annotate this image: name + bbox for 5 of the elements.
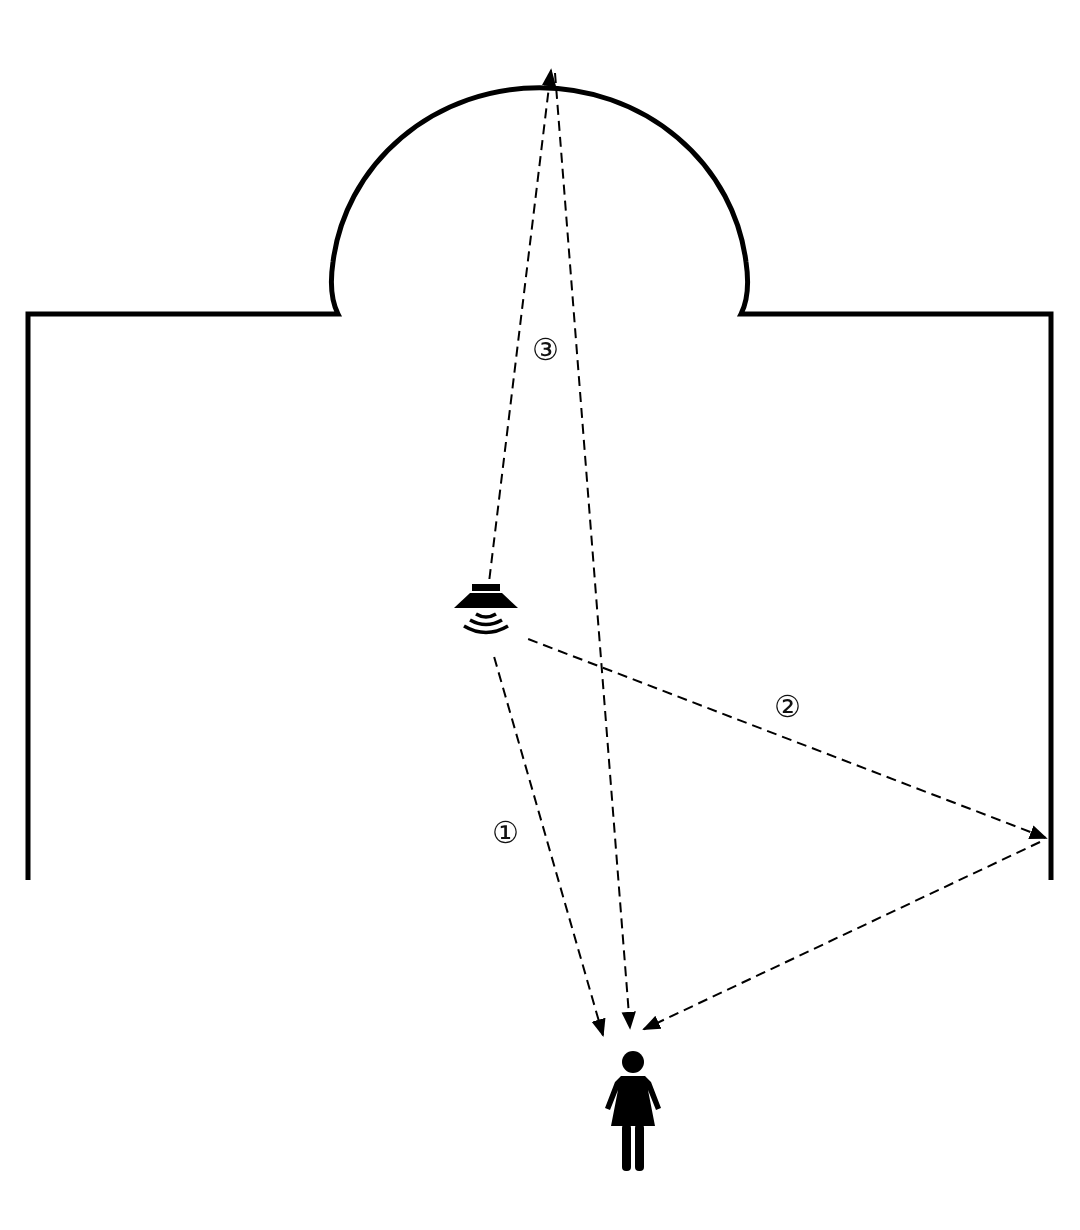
sound-path-arrow (527, 638, 1048, 839)
sound-path-arrow (642, 841, 1041, 1031)
sound-path-arrow (554, 72, 636, 1030)
sound-path-arrow (493, 656, 606, 1038)
sound-path-arrow (488, 68, 557, 580)
